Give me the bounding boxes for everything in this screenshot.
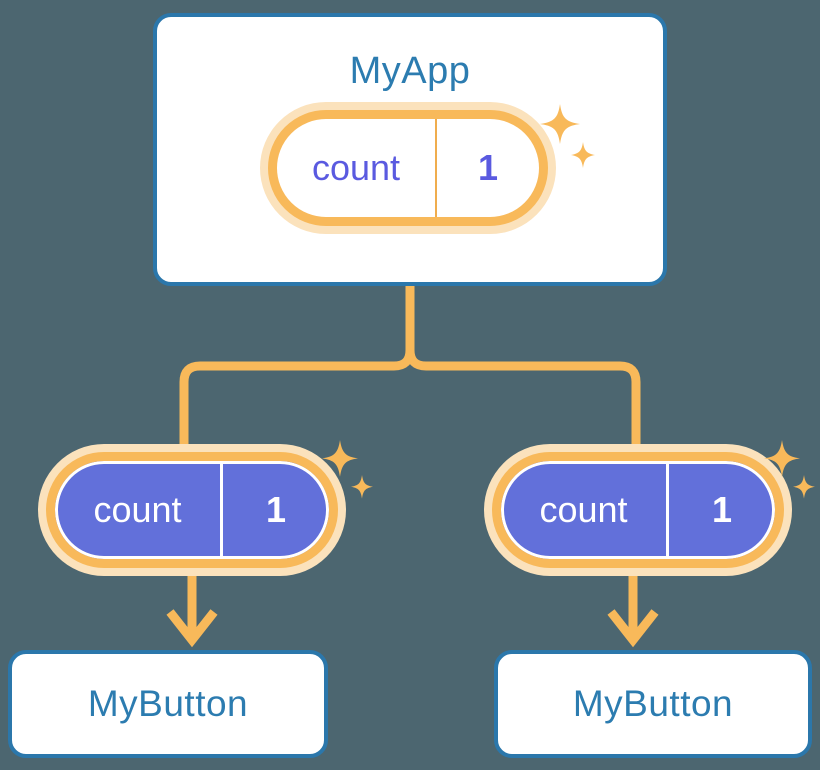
state-value-label: 1 — [711, 489, 733, 530]
state-pill-child-right[interactable]: count 1 — [492, 452, 784, 568]
arrow-head-left — [166, 609, 218, 648]
component-title-mybutton: MyButton — [572, 683, 734, 724]
branch-wire-left — [179, 349, 415, 452]
branch-wire-right — [405, 349, 641, 452]
state-value-label: 1 — [477, 147, 499, 188]
component-card-mybutton-right[interactable]: MyButton — [494, 650, 812, 758]
state-key-label: count — [55, 461, 223, 559]
component-card-mybutton-left[interactable]: MyButton — [8, 650, 328, 758]
component-title-myapp: MyApp — [349, 50, 471, 92]
component-title-mybutton: MyButton — [87, 683, 249, 724]
state-key-label: count — [277, 119, 437, 217]
arrow-head-right — [607, 609, 659, 648]
state-value-label: 1 — [265, 489, 287, 530]
state-key-label: count — [501, 461, 669, 559]
state-pill-child-left[interactable]: count 1 — [46, 452, 338, 568]
state-pill-myapp[interactable]: count 1 — [268, 110, 548, 226]
